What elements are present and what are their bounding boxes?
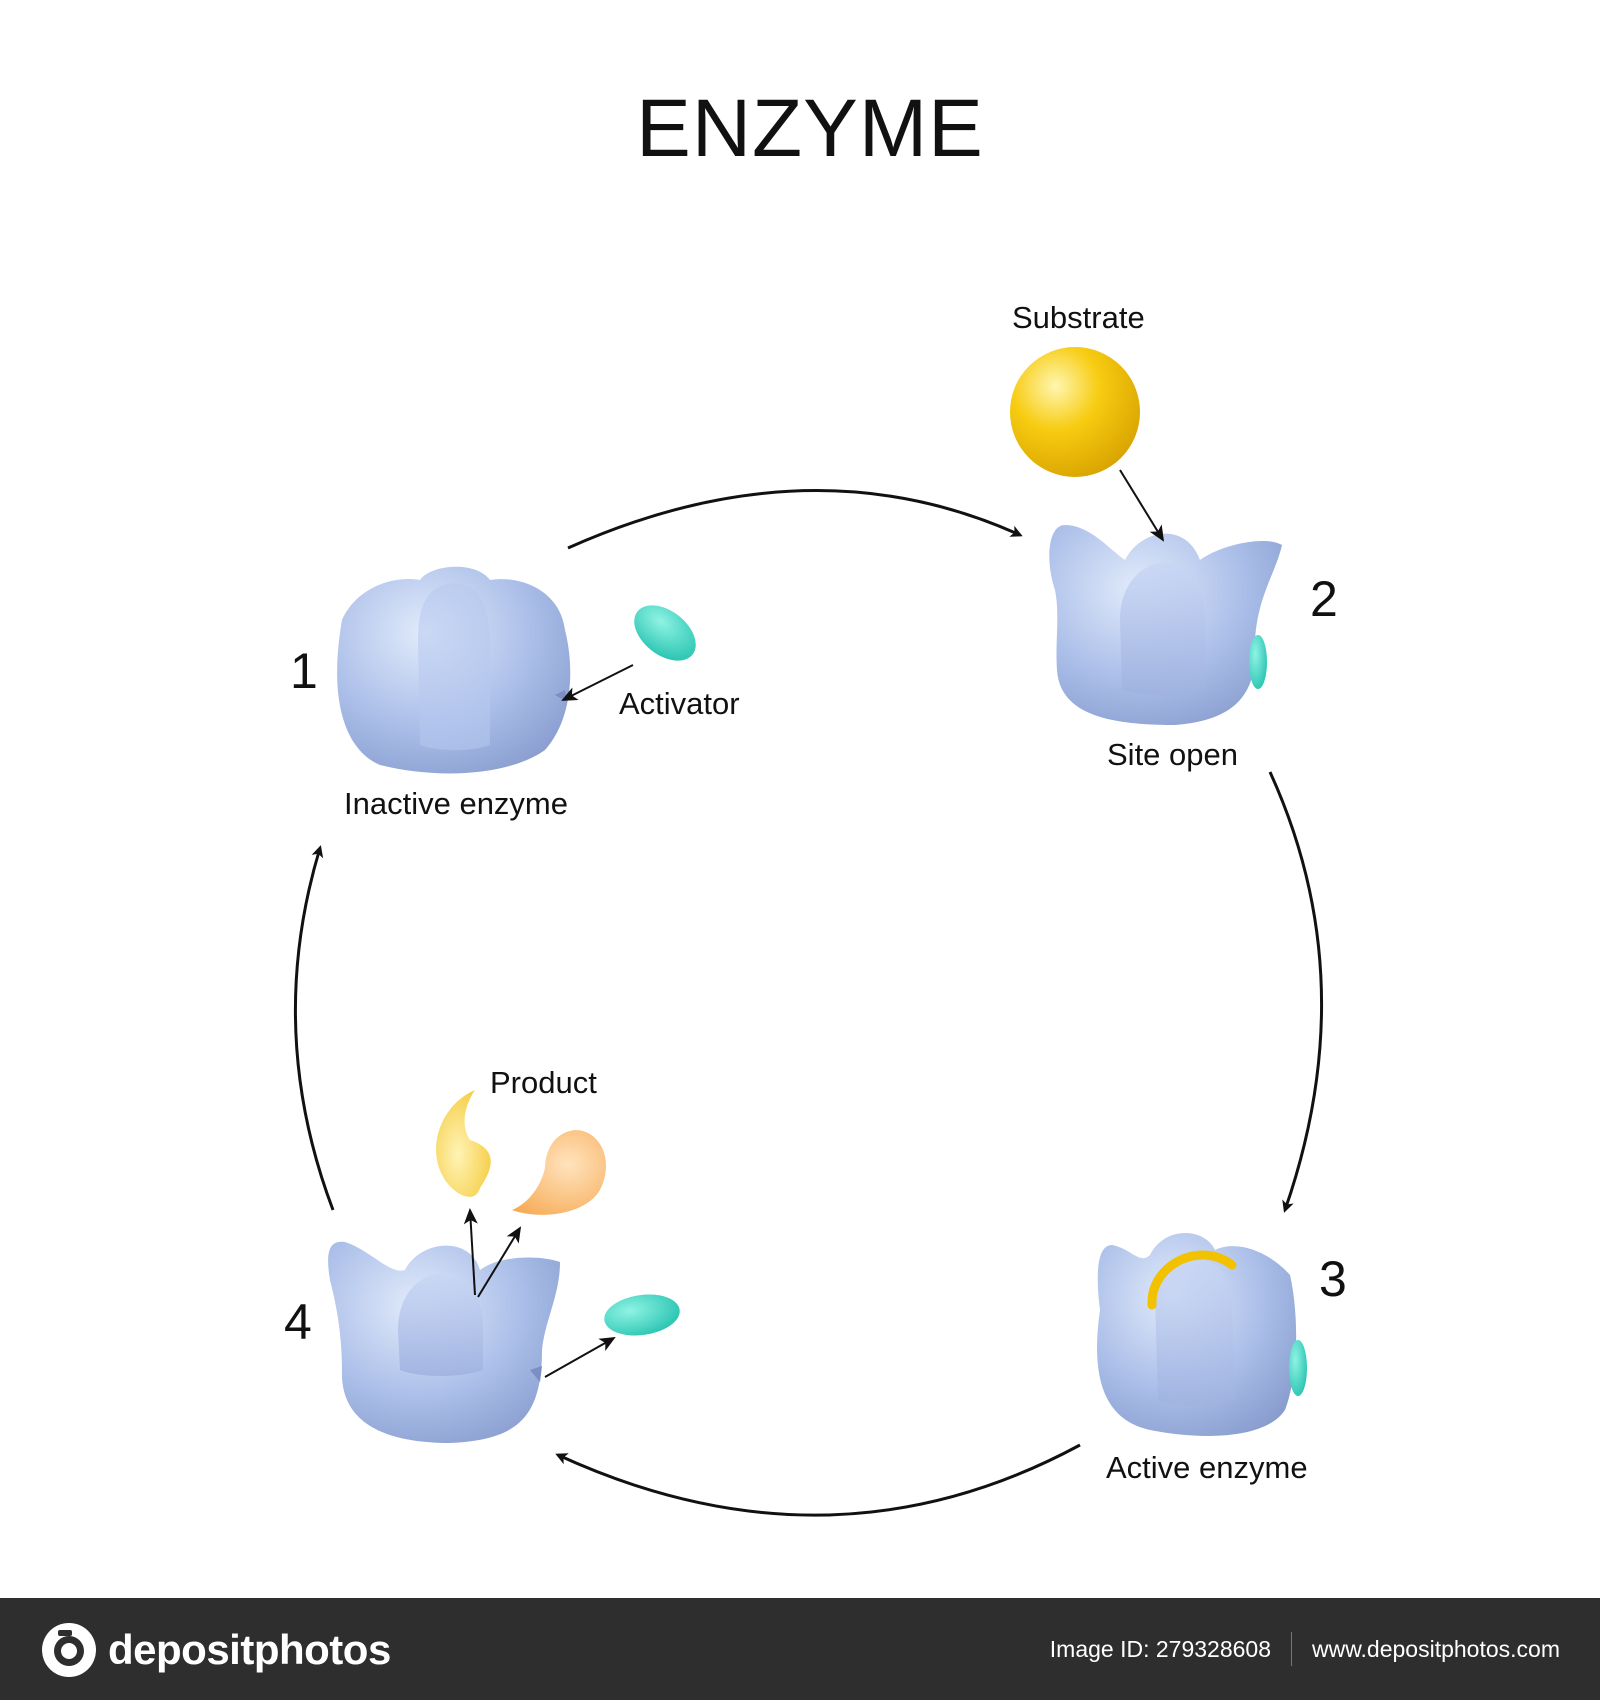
substrate-label: Substrate: [1012, 300, 1145, 335]
step-number-4: 4: [284, 1294, 312, 1350]
brand-logo: depositphotos: [40, 1620, 391, 1680]
activator-pointer: [561, 664, 634, 701]
product-molecules: [436, 1090, 606, 1215]
step-number-2: 2: [1310, 571, 1338, 627]
diagram-graphics: [293, 347, 1324, 1517]
arrow-4-to-1: [293, 845, 335, 1211]
footer-divider: [1290, 1632, 1292, 1666]
site-open-label: Site open: [1107, 737, 1238, 772]
product-label: Product: [490, 1065, 597, 1100]
arrow-1-to-2: [567, 489, 1023, 550]
active-enzyme-shape: [1097, 1232, 1307, 1436]
camera-logo-icon: [42, 1623, 96, 1677]
activator-label: Activator: [619, 686, 740, 721]
substrate-pointer: [1119, 469, 1165, 542]
brand-name: depositphotos: [108, 1626, 391, 1673]
active-enzyme-label: Active enzyme: [1106, 1450, 1308, 1485]
open-enzyme-shape: [1049, 525, 1282, 725]
stock-footer: depositphotos Image ID: 279328608 www.de…: [0, 1598, 1600, 1700]
step-number-1: 1: [290, 643, 318, 699]
arrow-3-to-4: [555, 1443, 1081, 1517]
releasing-enzyme-shape: [328, 1241, 560, 1443]
enzyme-diagram: ENZYME 1 2 3 4 Inactive enzyme Site open…: [284, 83, 1347, 1517]
activator-release-pointer: [544, 1337, 616, 1378]
diagram-title: ENZYME: [636, 83, 984, 174]
inactive-enzyme-label: Inactive enzyme: [344, 786, 568, 821]
image-id: Image ID: 279328608: [1049, 1635, 1271, 1662]
substrate-molecule: [1010, 347, 1140, 477]
step-number-3: 3: [1319, 1251, 1347, 1307]
site-url: www.depositphotos.com: [1311, 1635, 1560, 1662]
activator-molecule-4: [604, 1294, 680, 1336]
inactive-enzyme-shape: [337, 566, 571, 774]
arrow-2-to-3: [1268, 771, 1324, 1213]
cycle-arrows: [293, 489, 1324, 1517]
product-pointers: [463, 1208, 522, 1298]
activator-molecule-1: [634, 605, 696, 661]
